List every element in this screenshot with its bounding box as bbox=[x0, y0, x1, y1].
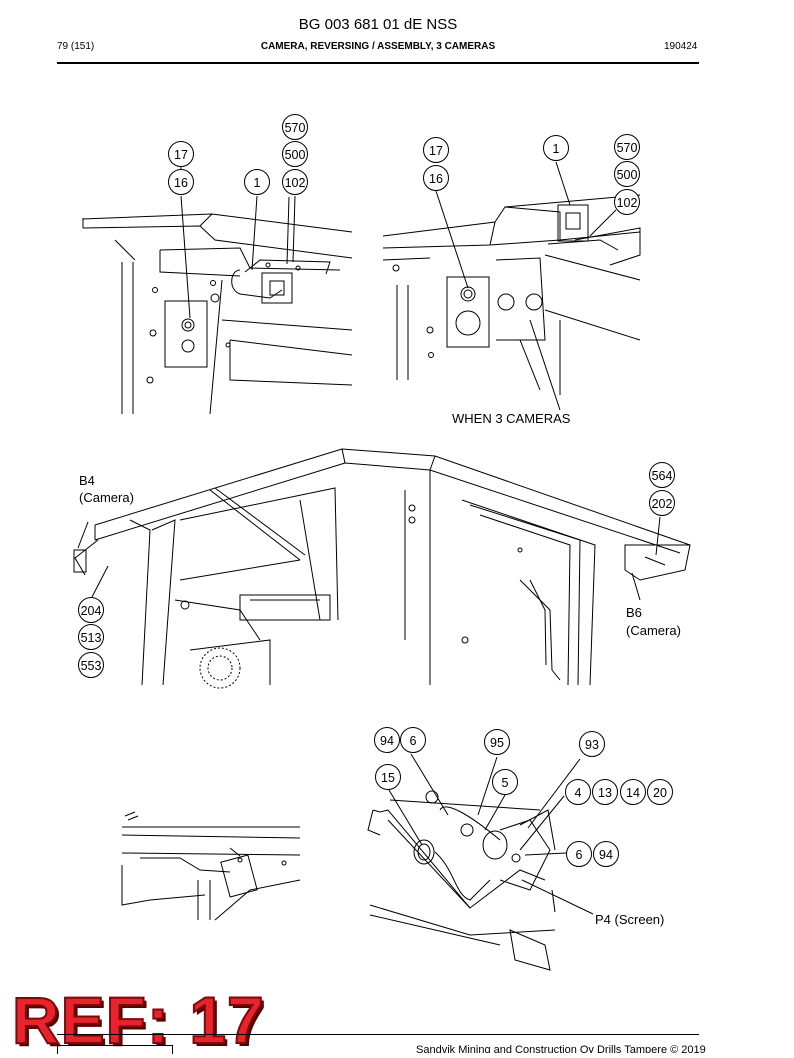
callout-text-94: 94 bbox=[599, 848, 613, 862]
callout-text-1: 1 bbox=[254, 176, 261, 190]
header-rule bbox=[57, 62, 699, 64]
callout-13 bbox=[592, 779, 618, 805]
callout-202 bbox=[649, 490, 675, 516]
callout-text-93: 93 bbox=[585, 738, 599, 752]
callout-text-204: 204 bbox=[81, 604, 102, 618]
callout-text-16: 16 bbox=[174, 176, 188, 190]
callout-14 bbox=[620, 779, 646, 805]
callout-text-13: 13 bbox=[598, 786, 612, 800]
callout-text-6: 6 bbox=[576, 848, 583, 862]
callout-17 bbox=[168, 141, 194, 167]
callout-570 bbox=[614, 134, 640, 160]
callout-text-6: 6 bbox=[410, 734, 417, 748]
callout-570 bbox=[282, 114, 308, 140]
callout-bubbles bbox=[78, 114, 675, 867]
callout-text-16: 16 bbox=[429, 172, 443, 186]
callout-102 bbox=[282, 169, 308, 195]
caption-when-3-cameras: WHEN 3 CAMERAS bbox=[452, 411, 571, 426]
callout-500 bbox=[282, 141, 308, 167]
callout-16 bbox=[168, 169, 194, 195]
callout-16 bbox=[423, 165, 449, 191]
callout-text-570: 570 bbox=[285, 121, 306, 135]
callout-text-1: 1 bbox=[553, 142, 560, 156]
callout-95 bbox=[484, 729, 510, 755]
callout-text-570: 570 bbox=[617, 141, 638, 155]
diagram-screen-overview bbox=[121, 811, 301, 921]
callout-500 bbox=[614, 161, 640, 187]
callout-94 bbox=[374, 727, 400, 753]
page-title: CAMERA, REVERSING / ASSEMBLY, 3 CAMERAS bbox=[260, 41, 496, 52]
diagram-camera-single bbox=[82, 167, 353, 415]
callout-text-94: 94 bbox=[380, 734, 394, 748]
callout-text-102: 102 bbox=[617, 196, 638, 210]
callout-text-5: 5 bbox=[502, 776, 509, 790]
callout-text-17: 17 bbox=[429, 144, 443, 158]
label-b4: B4 bbox=[79, 473, 95, 488]
callout-text-14: 14 bbox=[626, 786, 640, 800]
document-id: BG 003 681 01 dE NSS bbox=[298, 16, 458, 33]
callout-204 bbox=[78, 597, 104, 623]
label-b6: B6 bbox=[626, 605, 642, 620]
callout-text-17: 17 bbox=[174, 148, 188, 162]
callout-553 bbox=[78, 652, 104, 678]
callout-numbers: 570 500 102 17 16 1 17 16 1 570 500 102 … bbox=[81, 121, 673, 862]
page-number: 79 (151) bbox=[57, 41, 95, 52]
callout-513 bbox=[78, 624, 104, 650]
callout-text-500: 500 bbox=[617, 168, 638, 182]
callout-text-4: 4 bbox=[575, 786, 582, 800]
callout-20 bbox=[647, 779, 673, 805]
callout-text-553: 553 bbox=[81, 659, 102, 673]
callout-93 bbox=[579, 731, 605, 757]
callout-text-202: 202 bbox=[652, 497, 673, 511]
diagram-cab bbox=[73, 448, 691, 689]
callout-text-513: 513 bbox=[81, 631, 102, 645]
callout-6 bbox=[400, 727, 426, 753]
document-date: 190424 bbox=[664, 41, 698, 52]
callout-6 bbox=[566, 841, 592, 867]
callout-564 bbox=[649, 462, 675, 488]
callout-102 bbox=[614, 189, 640, 215]
footer-copyright: Sandvik Mining and Construction Oy Drill… bbox=[416, 1044, 706, 1053]
callout-1 bbox=[543, 135, 569, 161]
callout-94 bbox=[593, 841, 619, 867]
callout-text-500: 500 bbox=[285, 148, 306, 162]
label-b4-camera: (Camera) bbox=[79, 490, 134, 505]
callout-17 bbox=[423, 137, 449, 163]
callout-text-20: 20 bbox=[653, 786, 667, 800]
callout-4 bbox=[565, 779, 591, 805]
callout-text-95: 95 bbox=[490, 736, 504, 750]
callout-text-15: 15 bbox=[381, 771, 395, 785]
label-p4-screen: P4 (Screen) bbox=[595, 912, 665, 927]
callout-15 bbox=[375, 764, 401, 790]
callout-text-102: 102 bbox=[285, 176, 306, 190]
label-b6-camera: (Camera) bbox=[626, 623, 681, 638]
footer-rule bbox=[57, 1034, 699, 1035]
callout-text-564: 564 bbox=[652, 469, 673, 483]
footer-logo bbox=[57, 1045, 173, 1054]
diagram-camera-three bbox=[382, 161, 641, 411]
diagram-screen-detail bbox=[367, 753, 594, 971]
callout-1 bbox=[244, 169, 270, 195]
callout-5 bbox=[492, 769, 518, 795]
